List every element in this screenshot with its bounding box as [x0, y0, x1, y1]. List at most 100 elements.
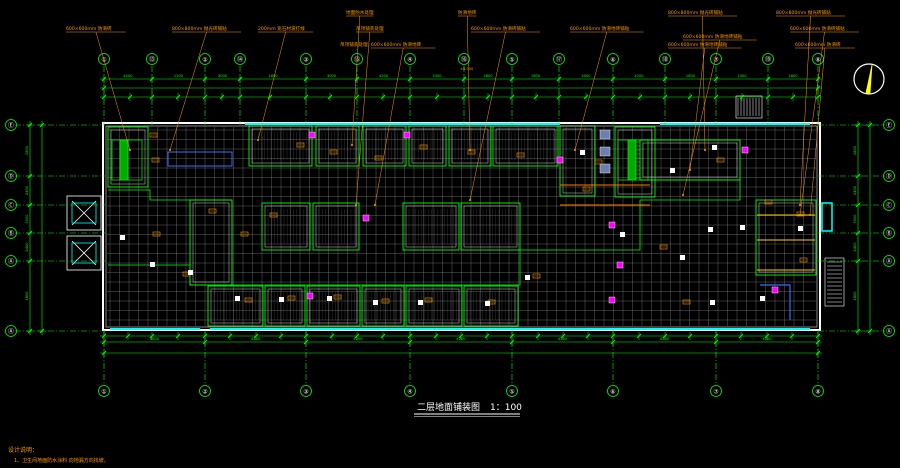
- annotation-7: 600×600mm 防滑砖铺贴: [471, 25, 526, 32]
- room-21: [107, 126, 149, 188]
- svg-text:3300: 3300: [432, 74, 442, 78]
- axis-bubble-top-12: [659, 53, 671, 65]
- svg-text:3000: 3000: [853, 214, 857, 224]
- axis-bubble-left-4: [5, 227, 17, 239]
- svg-text:3000: 3000: [218, 74, 228, 78]
- column-2: [403, 131, 411, 139]
- toilet-fixture-1: [599, 129, 611, 140]
- svg-text:⑤: ⑤: [509, 389, 514, 396]
- elevation-mark: ±0.000: [460, 67, 474, 71]
- svg-text:Ⓐ: Ⓐ: [8, 258, 14, 266]
- reception-counter: [167, 151, 233, 167]
- annotation-9: 600×600mm 防滑地砖铺贴: [570, 25, 630, 32]
- svg-text:⑧: ⑧: [815, 57, 820, 64]
- corridor-outline: [108, 179, 741, 286]
- annotation-3: 200mm 宽石材波打线: [258, 25, 305, 32]
- room-tag-12: [418, 300, 423, 305]
- stair-right: [617, 95, 845, 307]
- svg-text:4200: 4200: [762, 337, 772, 341]
- svg-text:⑯: ⑯: [461, 56, 467, 64]
- axis-bubble-right-1: [883, 119, 895, 131]
- svg-text:4200: 4200: [123, 74, 133, 78]
- annotation-15: 600×600mm 防滑砖: [795, 41, 841, 48]
- svg-text:1800: 1800: [788, 74, 798, 78]
- room-8: [312, 202, 360, 251]
- material-annotations: 600×600mm 防滑砖 800×800mm 抛光砖铺贴 200mm 宽石材波打线…: [66, 9, 859, 216]
- svg-text:1800: 1800: [531, 74, 541, 78]
- svg-text:⑤: ⑤: [509, 57, 514, 64]
- room-tags: ±0.000: [120, 67, 803, 306]
- annotation-4: 地面防水处理: [346, 9, 374, 16]
- room-tag-5: [120, 235, 125, 240]
- drawing-title: 二层地面铺装图: [417, 401, 480, 413]
- room-tag-4: [680, 255, 685, 260]
- svg-text:Ⓓ: Ⓓ: [886, 173, 892, 181]
- room-12: [264, 285, 306, 327]
- axis-bubble-right-6: [883, 325, 895, 337]
- svg-text:⑥: ⑥: [610, 57, 615, 64]
- svg-text:④: ④: [407, 389, 412, 396]
- svg-text:Ⓐ: Ⓐ: [886, 258, 892, 266]
- axis-bubble-top-11: [607, 53, 619, 65]
- svg-text:⑰: ⑰: [556, 56, 562, 64]
- axis-bubble-top-15: [812, 53, 824, 65]
- axis-bubble-bottom-5: [506, 385, 518, 397]
- column-10: [306, 292, 314, 300]
- room-15: [405, 285, 463, 327]
- annotation-11: 600×600mm 防滑地砖铺贴: [683, 33, 743, 40]
- svg-text:⑧: ⑧: [815, 389, 820, 396]
- room-tag-6: [150, 262, 155, 267]
- room-tag-7: [188, 270, 193, 275]
- room-tag-9: [279, 297, 284, 302]
- svg-text:⑬: ⑬: [149, 56, 155, 64]
- axis-bubble-bottom-7: [710, 385, 722, 397]
- svg-text:⑲: ⑲: [765, 56, 771, 64]
- axis-bubble-bottom-1: [98, 385, 110, 397]
- room-tag-11: [373, 300, 378, 305]
- svg-text:③: ③: [303, 57, 308, 64]
- annotation-8: 600×600mm 防滑地砖: [371, 41, 422, 48]
- room-7: [261, 202, 311, 251]
- annotation-2: 800×800mm 抛光砖铺贴: [172, 25, 227, 32]
- annotation-12: 600×600mm 防滑地砖铺贴: [668, 41, 728, 48]
- room-tag-2: [708, 227, 713, 232]
- annotation-6: 防滑地砖: [458, 9, 477, 16]
- structural-columns: [149, 131, 808, 305]
- svg-text:3000: 3000: [25, 214, 29, 224]
- axis-bubble-top-3: [199, 53, 211, 65]
- axis-bubble-top-2: [146, 53, 158, 65]
- axis-bubble-top-10: [553, 53, 565, 65]
- axis-bubble-left-1: [5, 119, 17, 131]
- room-11: [207, 285, 264, 327]
- svg-text:3600: 3600: [483, 74, 493, 78]
- svg-text:4200: 4200: [634, 74, 644, 78]
- notes-text: 1、卫生间地面防水涂料 向地漏方向找坡。: [14, 457, 109, 464]
- svg-text:⑭: ⑭: [237, 56, 243, 64]
- axis-bubble-right-5: [883, 255, 895, 267]
- floor-tile-grid: [107, 127, 816, 326]
- axis-bubble-bottom-2: [199, 385, 211, 397]
- svg-text:吊顶铺装处理: 吊顶铺装处理: [340, 41, 368, 48]
- room-tag-17: [740, 225, 745, 230]
- room-outlines: [107, 125, 817, 327]
- svg-text:1800: 1800: [268, 74, 278, 78]
- axis-bubble-right-3: [883, 199, 895, 211]
- axis-bubble-bottom-3: [300, 385, 312, 397]
- svg-text:2400: 2400: [25, 185, 29, 195]
- svg-text:1800: 1800: [853, 145, 857, 155]
- room-14: [361, 285, 405, 327]
- axis-bubble-right-4: [883, 227, 895, 239]
- axis-bubble-left-3: [5, 199, 17, 211]
- svg-text:⑦: ⑦: [713, 57, 719, 64]
- svg-text:Ⓔ: Ⓔ: [886, 122, 892, 130]
- column-7: [616, 261, 624, 269]
- svg-text:①: ①: [101, 389, 106, 396]
- svg-text:Ⓔ: Ⓔ: [8, 122, 14, 130]
- axis-bubble-top-7: [404, 53, 416, 65]
- column-4: [741, 146, 749, 154]
- room-tag-3: [710, 300, 715, 305]
